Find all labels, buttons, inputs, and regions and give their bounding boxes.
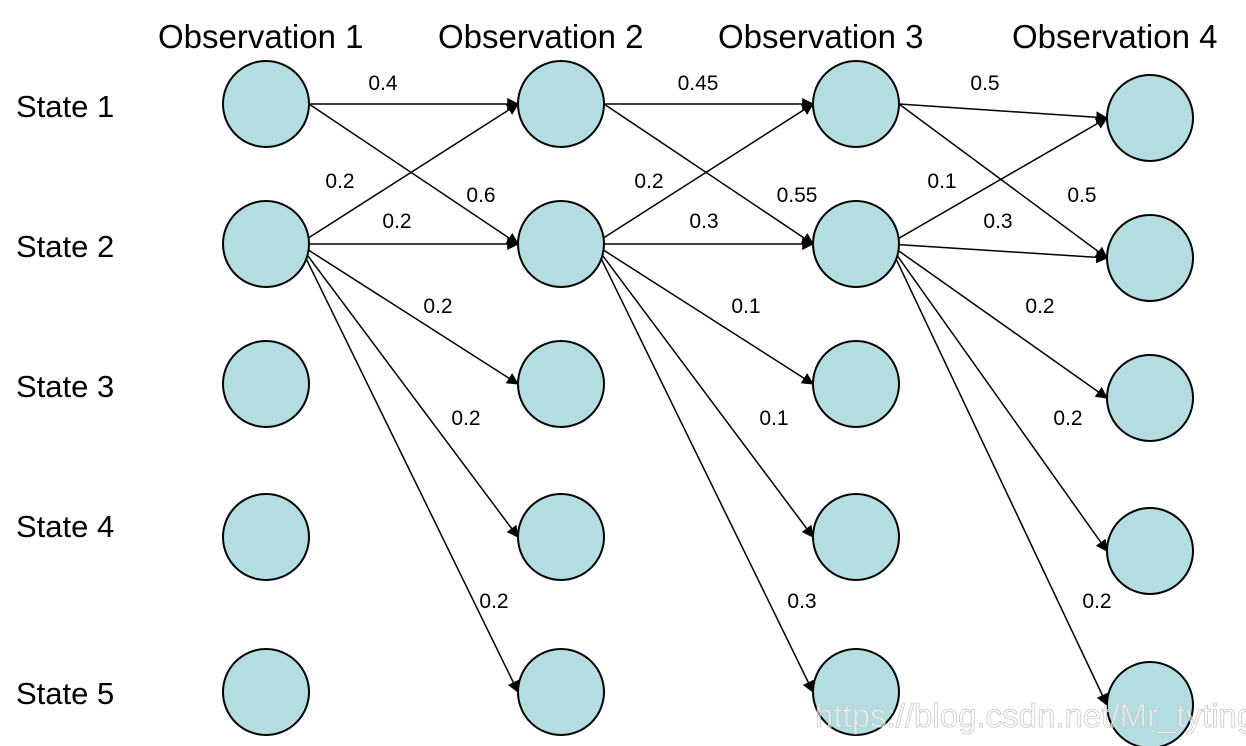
transition-probabilities: 0.4 0.6 0.2 0.2 0.2 0.2 0.2 0.45 0.55 0.2 0.3 0.1 0.…: [325, 72, 1111, 613]
probability-label: 0.5: [970, 72, 999, 95]
state-node-obs1-state1: [222, 60, 310, 148]
edge-obs3s1-to-obs4s1: [898, 103, 1109, 124]
state-node-obs3-state5: [812, 648, 900, 736]
edge-obs2s2-to-obs3s5: [593, 243, 814, 694]
state-node-obs3-state2: [812, 200, 900, 288]
state-node-obs2-state1: [517, 60, 605, 148]
probability-label: 0.5: [1067, 184, 1096, 207]
state-node-obs4-state2: [1106, 214, 1194, 302]
edge-obs3s2-to-obs4s2: [888, 243, 1109, 264]
edge-obs2s2-to-obs3s3: [593, 243, 815, 385]
edge-obs1s2-to-obs2s3: [298, 243, 520, 385]
state-2-label: State 2: [16, 229, 114, 264]
edge-obs3s2-to-obs4s1: [888, 117, 1109, 245]
state-node-obs1-state4: [222, 493, 310, 581]
probability-label: 0.2: [423, 295, 452, 318]
probability-label: 0.2: [325, 170, 354, 193]
probability-label: 0.2: [634, 170, 663, 193]
watermark-text: https://blog.csdn.net/Mr_tyting: [815, 697, 1246, 734]
state-node-obs4-state5: [1106, 661, 1194, 746]
edge-obs3s2-to-obs4s4: [888, 243, 1108, 552]
state-node-obs4-state3: [1106, 354, 1194, 442]
state-node-obs4-state1: [1106, 74, 1194, 162]
observation-2-label: Observation 2: [438, 18, 643, 55]
state-node-obs2-state3: [517, 340, 605, 428]
probability-label: 0.1: [927, 170, 956, 193]
observation-1-label: Observation 1: [158, 18, 363, 55]
probability-label: 0.1: [731, 295, 760, 318]
state-nodes: [222, 60, 1194, 746]
state-1-label: State 1: [16, 89, 114, 124]
probability-label: 0.2: [1025, 295, 1054, 318]
probability-label: 0.2: [382, 210, 411, 233]
probability-label: 0.3: [983, 210, 1012, 233]
probability-label: 0.2: [451, 407, 480, 430]
state-5-label: State 5: [16, 676, 114, 711]
edge-obs1s1-to-obs2s2: [308, 103, 519, 245]
edge-obs2s2-to-obs3s1: [593, 103, 815, 245]
state-node-obs1-state2: [222, 200, 310, 288]
probability-label: 0.45: [678, 72, 719, 95]
state-node-obs3-state1: [812, 60, 900, 148]
probability-label: 0.55: [777, 184, 818, 207]
state-node-obs3-state3: [812, 340, 900, 428]
edge-obs1s2-to-obs2s4: [298, 243, 519, 538]
edge-obs3s2-to-obs4s3: [888, 243, 1108, 399]
edge-obs1s2-to-obs2s1: [298, 103, 520, 245]
probability-label: 0.3: [689, 210, 718, 233]
observation-4-label: Observation 4: [1012, 18, 1217, 55]
state-node-obs1-state5: [222, 648, 310, 736]
probability-label: 0.3: [787, 590, 816, 613]
probability-label: 0.1: [759, 407, 788, 430]
observation-3-label: Observation 3: [718, 18, 923, 55]
state-node-obs1-state3: [222, 340, 310, 428]
edge-obs1s2-to-obs2s5: [298, 243, 519, 694]
state-node-obs3-state4: [812, 493, 900, 581]
state-node-obs2-state2: [517, 200, 605, 288]
edge-obs3s1-to-obs4s2: [898, 103, 1108, 259]
probability-label: 0.2: [1053, 407, 1082, 430]
probability-label: 0.2: [1082, 590, 1111, 613]
edge-obs3s2-to-obs4s5: [888, 243, 1108, 707]
state-node-obs2-state5: [517, 648, 605, 736]
probability-label: 0.6: [466, 184, 495, 207]
edge-obs2s1-to-obs3s2: [603, 103, 814, 245]
probability-label: 0.2: [479, 590, 508, 613]
transition-edges: [298, 98, 1109, 707]
probability-label: 0.4: [368, 72, 398, 95]
state-4-label: State 4: [16, 509, 114, 544]
state-node-obs2-state4: [517, 493, 605, 581]
state-3-label: State 3: [16, 369, 114, 404]
state-node-obs4-state4: [1106, 507, 1194, 595]
edge-obs2s2-to-obs3s4: [593, 243, 814, 538]
